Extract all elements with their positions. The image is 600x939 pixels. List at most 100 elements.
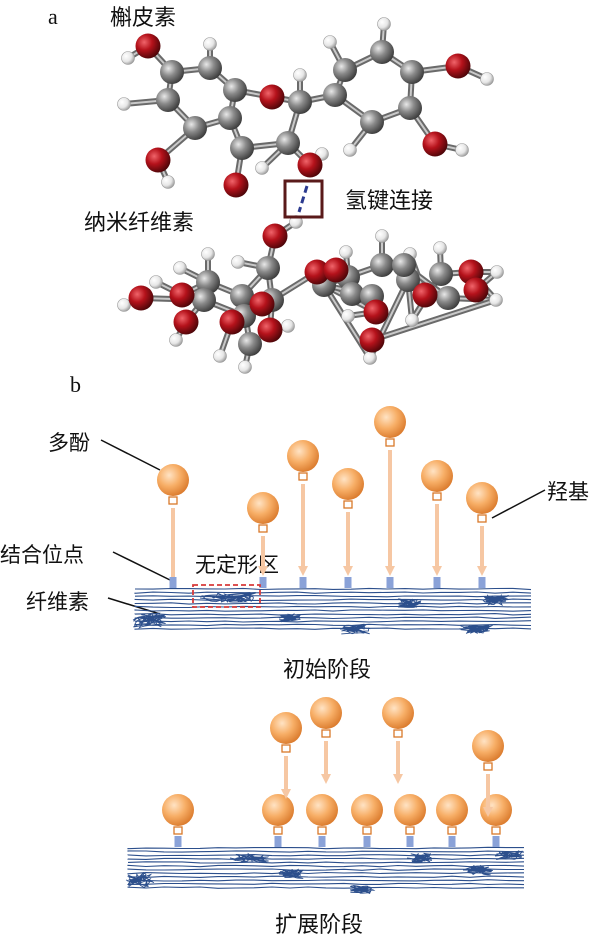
binding-site — [259, 577, 267, 588]
initial-stage-label: 初始阶段 — [283, 658, 372, 683]
polyphenol-sphere — [270, 712, 302, 744]
polyphenol — [332, 468, 364, 509]
oxygen-atom — [223, 172, 249, 198]
cellulose-fiber — [134, 627, 532, 630]
hydrogen-atom — [343, 143, 357, 157]
polyphenol-sphere — [436, 794, 468, 826]
oxygen-atom — [249, 291, 275, 317]
binding-site-leader — [112, 551, 171, 581]
polyphenol-sphere — [382, 697, 414, 729]
binding-site — [406, 836, 414, 847]
binding-site — [363, 836, 371, 847]
cellulose-fiber — [134, 613, 532, 616]
carbon-atom — [288, 90, 312, 114]
polyphenol-sphere — [157, 464, 189, 496]
hydrogen-atom — [405, 313, 419, 327]
binding-site — [299, 577, 307, 588]
oxygen-atom — [297, 152, 323, 178]
quercetin-label: 槲皮素 — [110, 6, 177, 31]
panel-b-letter: b — [70, 372, 81, 397]
carbon-atom — [398, 96, 422, 120]
polyphenol — [247, 492, 279, 533]
carbon-atom — [230, 136, 254, 160]
polyphenol — [466, 482, 498, 523]
oxygen-atom — [412, 282, 438, 308]
expansion-stage-label: 扩展阶段 — [275, 913, 364, 938]
hydroxyl-group — [281, 744, 291, 753]
polyphenol — [287, 440, 319, 481]
hydrogen-atom — [377, 17, 391, 31]
amorphous-region-box — [192, 584, 261, 608]
molecule-atoms — [117, 17, 504, 374]
cellulose-fiber — [127, 886, 524, 889]
oxygen-atom — [259, 84, 285, 110]
carbon-atom — [323, 83, 347, 107]
cellulose-fiber — [127, 846, 524, 850]
hydroxyl-group — [432, 492, 442, 501]
amorphous-tangle — [462, 864, 493, 876]
cellulose-fiber — [134, 598, 532, 602]
cellulose-fiber — [134, 602, 531, 605]
polyphenol-sphere — [472, 730, 504, 762]
cellulose-fiber — [127, 864, 525, 868]
carbon-atom — [370, 40, 394, 64]
amorphous-tangle — [277, 868, 304, 879]
hydroxyl-group — [483, 762, 493, 771]
polyphenol — [310, 697, 342, 738]
polyphenol — [382, 697, 414, 738]
amorphous-tangle — [459, 624, 493, 634]
hydroxyl-group — [393, 729, 403, 738]
cellulose-fiber — [127, 868, 524, 871]
binding-site — [318, 836, 326, 847]
cellulose-fiber — [134, 591, 532, 594]
cellulose-fiber — [134, 609, 532, 612]
amorphous-tangle — [229, 852, 270, 864]
hydrogen-atom — [213, 349, 227, 363]
polyphenol — [480, 794, 512, 835]
polyphenol-sphere — [332, 468, 364, 500]
hydrogen-atom — [323, 35, 337, 49]
polyphenol-sphere — [310, 697, 342, 729]
cellulose-fiber — [127, 854, 525, 857]
hydrogen-bond-label: 氢键连接 — [345, 189, 434, 214]
polyphenol-sphere — [466, 482, 498, 514]
hydroxyl-group — [362, 826, 372, 835]
polyphenol-sphere — [262, 794, 294, 826]
hydrogen-atom — [363, 351, 377, 365]
hydrogen-atom — [173, 261, 187, 275]
carbon-atom — [218, 106, 242, 130]
binding-site — [386, 577, 394, 588]
cellulose-fiber — [134, 605, 532, 609]
oxygen-atom — [463, 277, 489, 303]
binding-site-label: 结合位点 — [0, 543, 84, 567]
cellulose-fiber-bundle-expansion — [125, 846, 525, 895]
amorphous-tangle — [278, 613, 301, 623]
carbon-atom — [183, 116, 207, 140]
hydrogen-atom — [480, 72, 494, 86]
hydroxyl-group — [168, 496, 178, 505]
binding-site — [492, 836, 500, 847]
oxygen-atom — [257, 317, 283, 343]
amorphous-tangle — [132, 612, 166, 629]
hydrogen-atom — [149, 275, 163, 289]
cellulose-fiber — [134, 595, 532, 598]
oxygen-atom — [169, 282, 195, 308]
initial-stage-polyphenols — [157, 406, 498, 588]
carbon-atom — [223, 78, 247, 102]
hydrogen-atom — [201, 247, 215, 261]
carbon-atom — [192, 288, 216, 312]
oxygen-atom — [173, 309, 199, 335]
hydroxyl-group — [317, 826, 327, 835]
hydrogen-atom — [281, 319, 295, 333]
polyphenol — [421, 460, 453, 501]
cellulose-fiber — [134, 616, 532, 620]
oxygen-atom — [422, 131, 448, 157]
carbon-atom — [196, 270, 220, 294]
hydrogen-atom — [121, 51, 135, 65]
carbon-atom — [436, 286, 460, 310]
amorphous-tangle — [494, 850, 524, 861]
hydroxyl-label: 羟基 — [547, 480, 589, 504]
oxygen-atom — [304, 259, 330, 285]
carbon-atom — [340, 282, 364, 306]
polyphenol — [472, 730, 504, 771]
